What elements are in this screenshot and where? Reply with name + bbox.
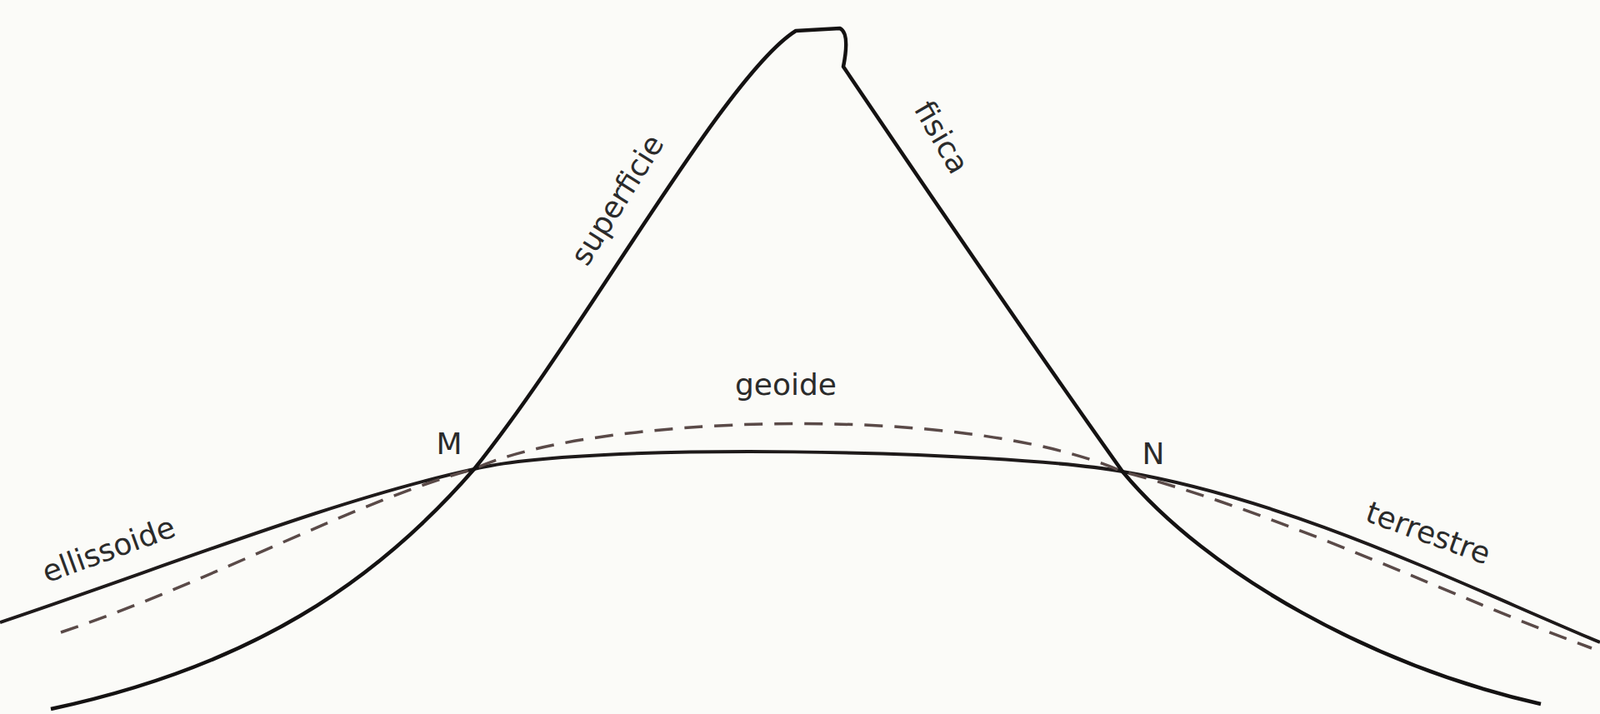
geoid-curve [60,423,1592,649]
point-label: M [435,429,462,460]
ellipsoid-label: ellissoide [38,512,180,589]
surface-label: superficie [565,130,670,270]
ellipsoid-curve [0,451,1600,643]
point-label: N [1142,439,1165,470]
ellipsoid-label: terrestre [1362,496,1495,570]
physical-surface-curve [50,28,1541,710]
surface-label: fisica [909,96,975,180]
geoid-label: geoide [735,370,837,400]
